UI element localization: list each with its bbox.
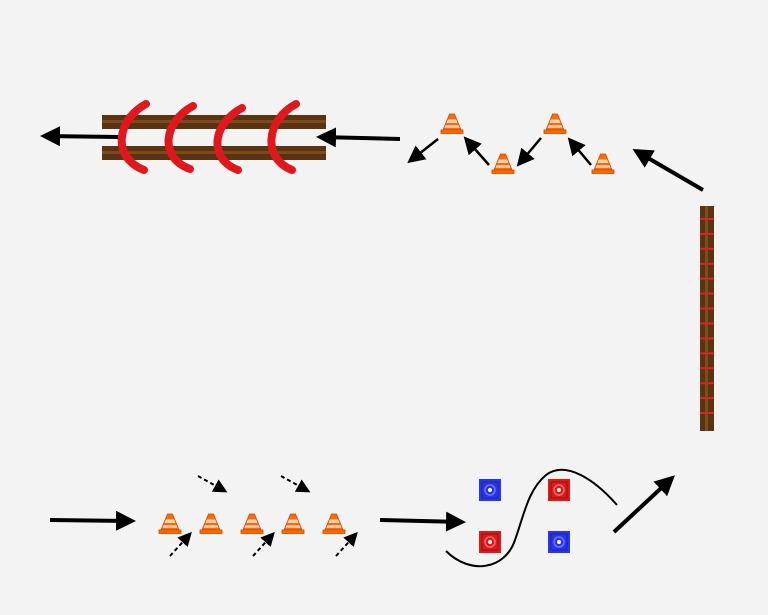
traffic-cone-icon [240,513,264,534]
wooden-pole-icon [102,115,326,129]
pole-band [700,367,714,370]
zigzag-arrow [567,137,592,166]
pole-band [700,262,714,265]
pole-bands [700,218,714,414]
flow-arrow-to-pole [612,475,675,534]
dotted-step-arrow [169,531,192,557]
dotted-step-arrow [335,531,358,557]
slalom-path [445,468,618,568]
red-marker-icon [547,478,571,502]
pole-band [700,247,714,250]
arc-hurdle-icon [117,100,150,174]
traffic-cone-icon [158,513,182,534]
blue-marker-icon [547,530,571,554]
zigzag-arrow [407,138,439,164]
flow-arrow-to-hurdles [316,127,401,148]
pole-band [700,292,714,295]
dotted-step-arrow [252,531,275,557]
pole-band [700,307,714,310]
zigzag-cones [316,113,615,174]
dotted-step-arrow [197,475,228,493]
pole-band [700,412,714,414]
pole-band [700,322,714,325]
dotted-step-arrow [280,475,311,493]
pole-band [700,397,714,400]
pole-band [700,277,714,280]
flow-arrow-to-zigzag [632,148,705,192]
pole-band [700,232,714,235]
zigzag-arrow [516,137,542,167]
traffic-cone-icon [543,113,567,134]
flow-arrow-to-slalom [379,511,466,532]
arc-hurdle-icon [267,100,300,174]
flow-arrow-start [49,510,136,531]
pole-hurdle-run [40,100,326,174]
marker-slalom [445,468,675,568]
traffic-cone-icon [199,513,223,534]
zigzag-arrow [463,136,490,166]
cone-weave-lane [49,475,466,557]
pole-band [700,337,714,340]
pole-band [700,382,714,385]
red-marker-icon [478,530,502,554]
arc-hurdle-icon [164,102,197,173]
traffic-cone-icon [591,153,615,174]
flow-arrow-exit [40,126,119,147]
blue-marker-icon [478,478,502,502]
traffic-cone-icon [322,513,346,534]
pole-band [700,218,714,220]
vertical-pole [632,148,714,431]
arc-hurdle-icon [213,104,246,174]
traffic-cone-icon [281,513,305,534]
pole-band [700,352,714,355]
traffic-cone-icon [440,113,464,134]
traffic-cone-icon [491,153,515,174]
